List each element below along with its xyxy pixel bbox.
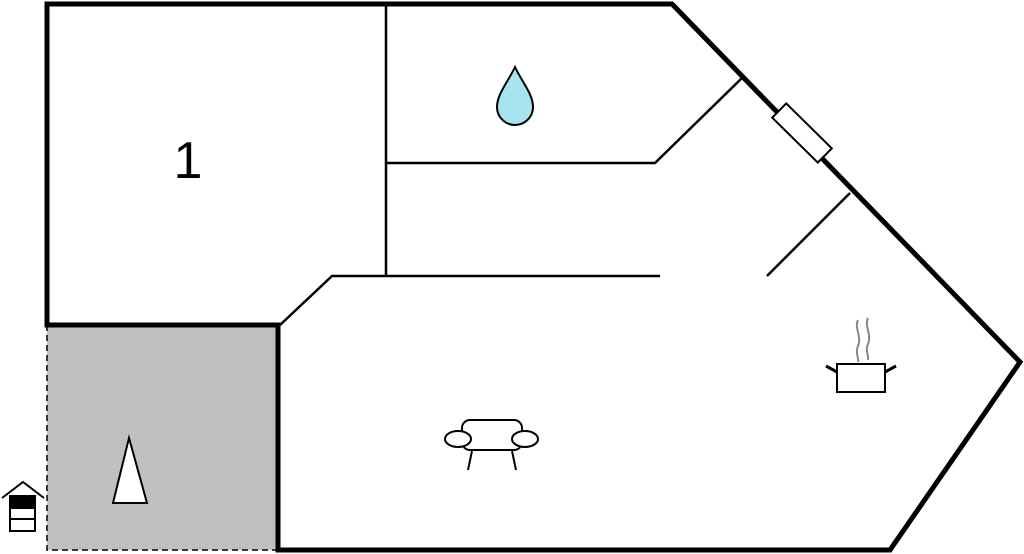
- terrace: [46, 325, 278, 551]
- window: [770, 101, 834, 165]
- entrance-door-top: [9, 495, 36, 509]
- pot-handle-right: [884, 364, 897, 374]
- sofa-arm-left: [444, 430, 472, 448]
- house-entrance-icon: [1, 480, 45, 532]
- entrance-roof: [1, 480, 45, 499]
- steam-line: [865, 317, 871, 361]
- steam-line: [855, 319, 861, 363]
- pot-body: [836, 363, 886, 393]
- terrace-area: [47, 325, 278, 550]
- cooking-pot-icon: [825, 317, 897, 393]
- wall-kitchen-partition: [766, 192, 851, 277]
- sofa-leg: [511, 450, 517, 471]
- bedroom-label: 1: [174, 132, 203, 190]
- parasol-icon: [111, 434, 149, 504]
- window-frame: [770, 101, 834, 165]
- wall-bathroom-south: [386, 77, 743, 165]
- pot-handle-left: [825, 364, 838, 374]
- water-drop-icon: [495, 64, 535, 126]
- interior-walls: [279, 4, 851, 326]
- wall-living-north: [279, 274, 660, 326]
- outer-wall: [44, 1, 1024, 553]
- sofa-leg: [467, 450, 473, 471]
- terrace-dashed-edge: [46, 325, 278, 551]
- sofa-arm-right: [511, 430, 539, 448]
- sofa-icon: [444, 419, 539, 471]
